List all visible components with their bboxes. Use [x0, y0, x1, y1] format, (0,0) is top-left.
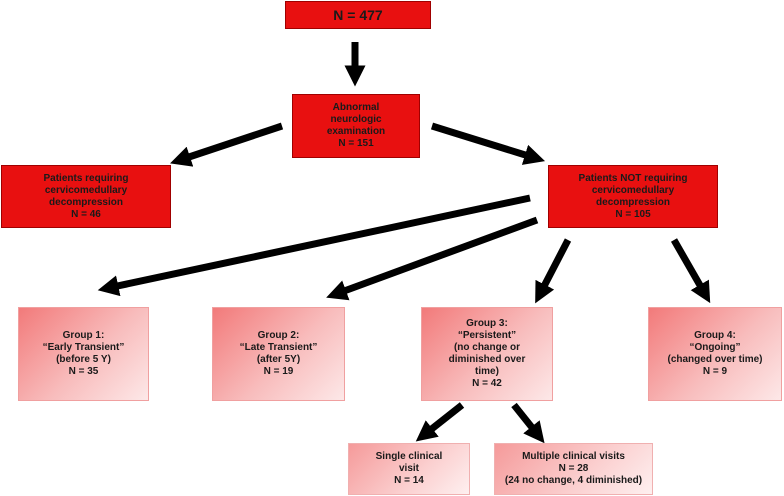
node-label-line: “Early Transient”: [42, 342, 125, 353]
node-label-line: Single clinical: [375, 451, 443, 462]
node-label-line: Group 1:: [62, 330, 105, 341]
node-label-line: N = 14: [394, 475, 424, 486]
node-label-line: “Late Transient”: [239, 342, 318, 353]
node-label-line: N = 151: [338, 138, 374, 149]
total-node: N = 477: [285, 1, 431, 29]
node-label-line: N = 9: [702, 366, 728, 377]
node-label-line: N = 28: [558, 463, 589, 474]
node-label-line: N = 46: [71, 208, 101, 220]
node-label-line: time): [475, 366, 499, 377]
node-label-line: Group 4:: [694, 330, 736, 341]
node-label-line: cervicomedullary: [591, 184, 675, 196]
node-label-line: Abnormal: [332, 102, 380, 113]
node-label-line: N = 42: [472, 378, 502, 389]
node-label-line: Group 2:: [257, 330, 300, 341]
node-label-line: decompression: [596, 196, 670, 208]
node-label-line: (before 5 Y): [56, 354, 111, 365]
node-label-line: Group 3:: [466, 318, 508, 329]
group1-node: Group 1:“Early Transient”(before 5 Y)N =…: [18, 307, 149, 401]
node-label-line: decompression: [49, 196, 123, 208]
node-label-line: cervicomedullary: [44, 184, 128, 196]
arrow-to-group1: [97, 194, 531, 297]
arrow-to-group2: [326, 216, 539, 301]
node-label-line: N = 477: [333, 7, 383, 23]
node-label-line: diminished over: [448, 354, 526, 365]
node-label-line: N = 35: [68, 366, 99, 377]
node-label-line: (no change or: [453, 342, 521, 353]
node-label-line: “Ongoing”: [689, 342, 741, 353]
arrow-abnormal-to-not-requiring: [430, 122, 546, 165]
node-label-line: N = 105: [615, 208, 651, 220]
node-label-line: Patients NOT requiring: [578, 172, 688, 184]
node-label-line: N = 19: [263, 366, 294, 377]
arrow-to-multiple-visits: [511, 402, 545, 444]
node-label-line: examination: [326, 126, 386, 137]
arrow-abnormal-to-requiring: [170, 122, 284, 167]
node-label-line: (changed over time): [667, 354, 763, 365]
node-label-line: (24 no change, 4 diminished): [504, 475, 643, 486]
node-label-line: (after 5Y): [256, 354, 301, 365]
node-label-line: neurologic: [330, 114, 382, 125]
node-label-line: “Persistent”: [457, 330, 517, 341]
arrow-to-group3: [535, 238, 572, 304]
node-label-line: Patients requiring: [43, 172, 129, 184]
node-label-line: Multiple clinical visits: [522, 451, 625, 462]
group4-node: Group 4:“Ongoing”(changed over time)N = …: [648, 307, 782, 401]
arrow-to-group4: [670, 238, 711, 304]
group2-node: Group 2:“Late Transient”(after 5Y)N = 19: [212, 307, 345, 401]
node-label-line: visit: [398, 463, 419, 474]
arrow-to-single-visit: [415, 402, 465, 442]
